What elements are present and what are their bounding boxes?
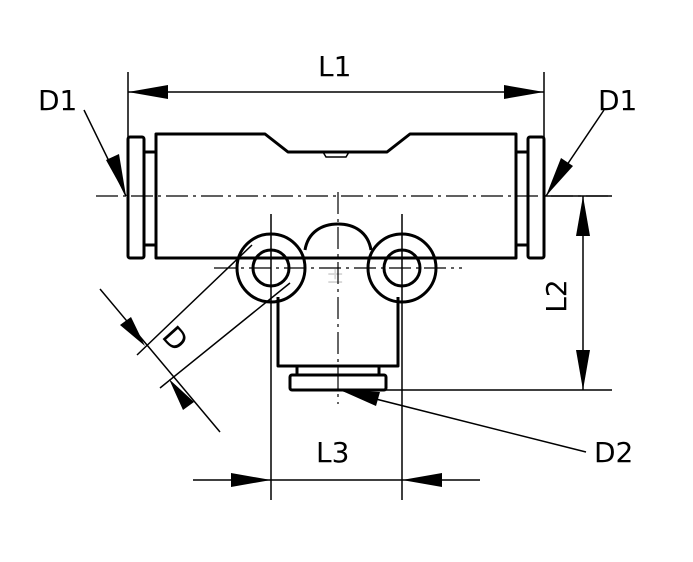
dimension-d: D (99, 244, 291, 433)
right-collet-neck (514, 150, 530, 247)
l2-arrow-bottom (576, 350, 590, 390)
right-collet (526, 135, 546, 260)
d-extension-lower (159, 282, 291, 389)
left-collet (126, 135, 146, 260)
d1-right-label: D1 (598, 84, 637, 117)
leader-d1-right: D1 (545, 84, 637, 197)
waist-notch (322, 151, 350, 158)
left-collet-neck (142, 150, 158, 247)
l1-arrow-left (128, 85, 168, 99)
d1-left-arrow (106, 154, 126, 196)
d-dimension-line (99, 288, 221, 433)
d2-arrow (340, 390, 380, 406)
d2-label: D2 (594, 436, 633, 469)
central-dome (303, 222, 373, 251)
dimension-l2: L2 (386, 195, 612, 391)
leader-d1-left: D1 (38, 84, 127, 197)
d1-left-label: D1 (38, 84, 77, 117)
d2-leader-line (339, 389, 587, 453)
l3-label: L3 (316, 436, 349, 469)
d-label: D (156, 320, 195, 358)
dimension-l1: L1 (127, 50, 545, 137)
l1-arrow-right (504, 85, 544, 99)
watermark-mark: ± (326, 264, 344, 289)
center-lines (96, 192, 610, 404)
l1-label: L1 (318, 50, 351, 83)
l2-arrow-top (576, 196, 590, 236)
leader-d2: D2 (339, 389, 633, 469)
l3-arrow-left (231, 473, 271, 487)
fitting-body: ± (126, 132, 546, 392)
main-tube (154, 132, 518, 260)
d-arrow-lower (169, 379, 194, 410)
d-arrow-upper (120, 317, 145, 346)
l3-arrow-right (402, 473, 442, 487)
d-extension-upper (136, 244, 253, 356)
d1-right-arrow (546, 158, 573, 196)
dimension-l3: L3 (193, 214, 480, 500)
l2-label: L2 (540, 279, 573, 312)
